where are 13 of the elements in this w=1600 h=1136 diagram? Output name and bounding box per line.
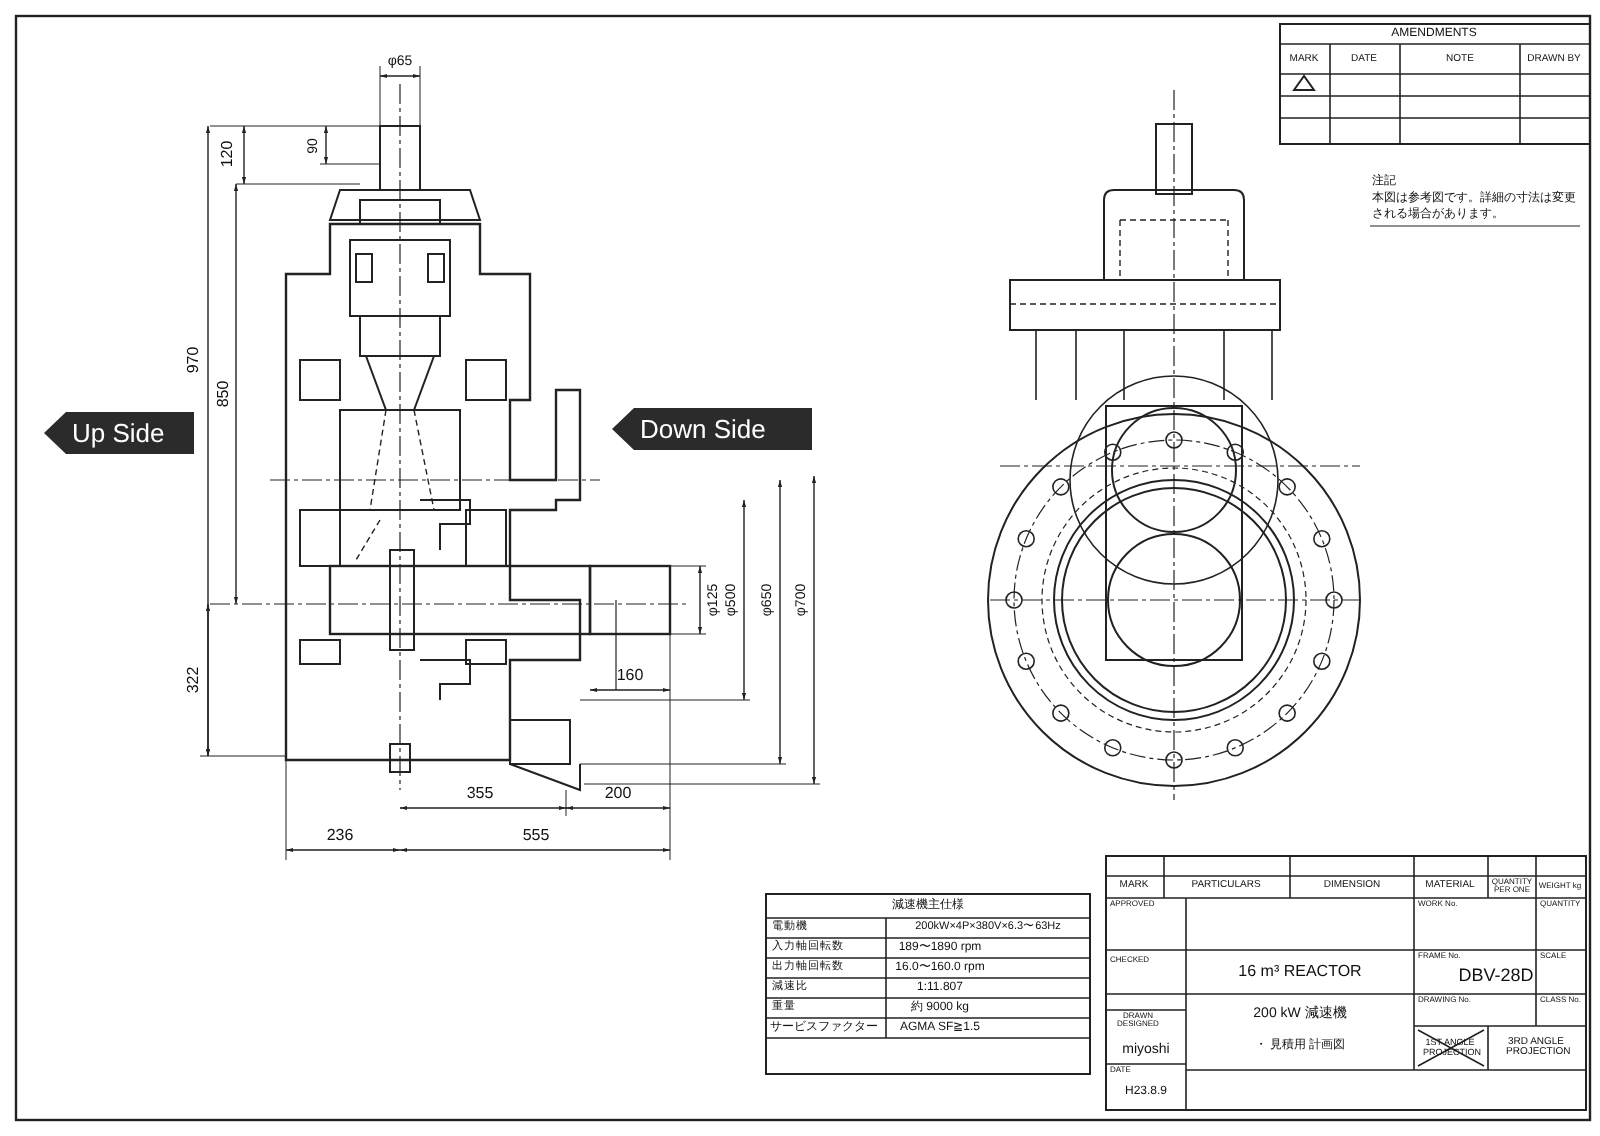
direction-banner: Up Side [44,412,194,454]
dimension-label: 970 [186,346,202,374]
table-cell: 16 m³ REACTOR [1238,964,1362,980]
dimension-label: 200 [604,786,632,802]
dimension-label: 236 [326,828,354,844]
direction-banner: Down Side [612,408,812,450]
table-cell: DBV-28D [1458,967,1534,985]
dimension-label: 120 [220,140,236,168]
dimension-label: 160 [616,668,644,684]
dimension-label: 850 [216,380,232,408]
dimension-label: 355 [466,786,494,802]
dimension-label: 322 [186,666,202,694]
dimension-label: 555 [522,828,550,844]
